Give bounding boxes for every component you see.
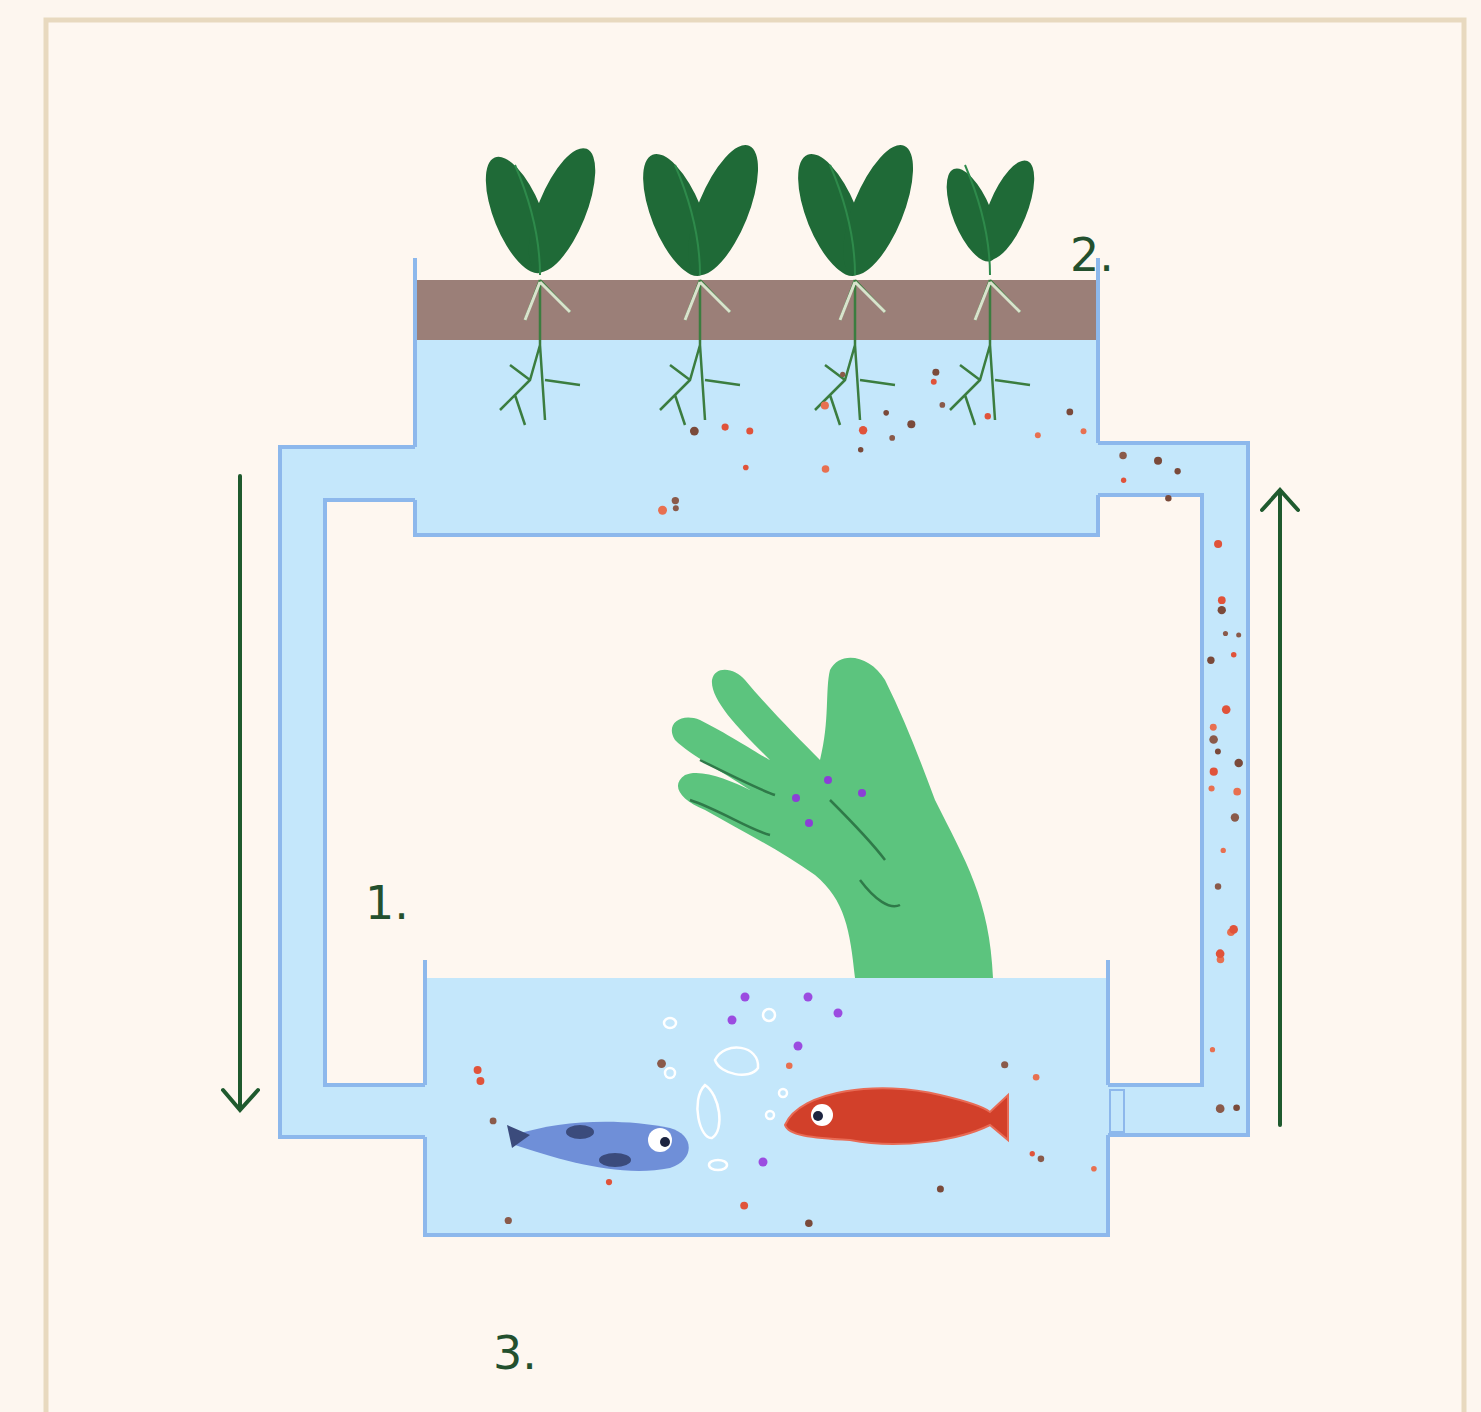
feeding-hand bbox=[672, 658, 993, 978]
nutrient-particles bbox=[474, 369, 1243, 1227]
down-pipe bbox=[280, 447, 427, 1137]
plants bbox=[473, 136, 1046, 425]
frame bbox=[46, 20, 1464, 1412]
blue-fish bbox=[507, 1122, 689, 1171]
plant bbox=[936, 154, 1045, 425]
grow-medium bbox=[417, 280, 1096, 340]
callout-number: 2. bbox=[1070, 232, 1114, 278]
red-fish bbox=[785, 1088, 1008, 1144]
plant bbox=[629, 136, 772, 425]
callout-number: 1. bbox=[365, 880, 409, 926]
plant bbox=[473, 140, 609, 425]
fish-tank-water bbox=[425, 978, 1108, 1235]
up-pipe bbox=[1096, 443, 1248, 1135]
fish-tank-outline bbox=[425, 960, 1108, 1235]
flow-arrows bbox=[223, 476, 1298, 1125]
bubbles bbox=[664, 1009, 787, 1170]
pump-fitting bbox=[1110, 1090, 1124, 1132]
grow-bed-outline bbox=[415, 258, 1098, 535]
plant bbox=[784, 136, 927, 425]
callout-number: 3. bbox=[493, 1330, 537, 1376]
